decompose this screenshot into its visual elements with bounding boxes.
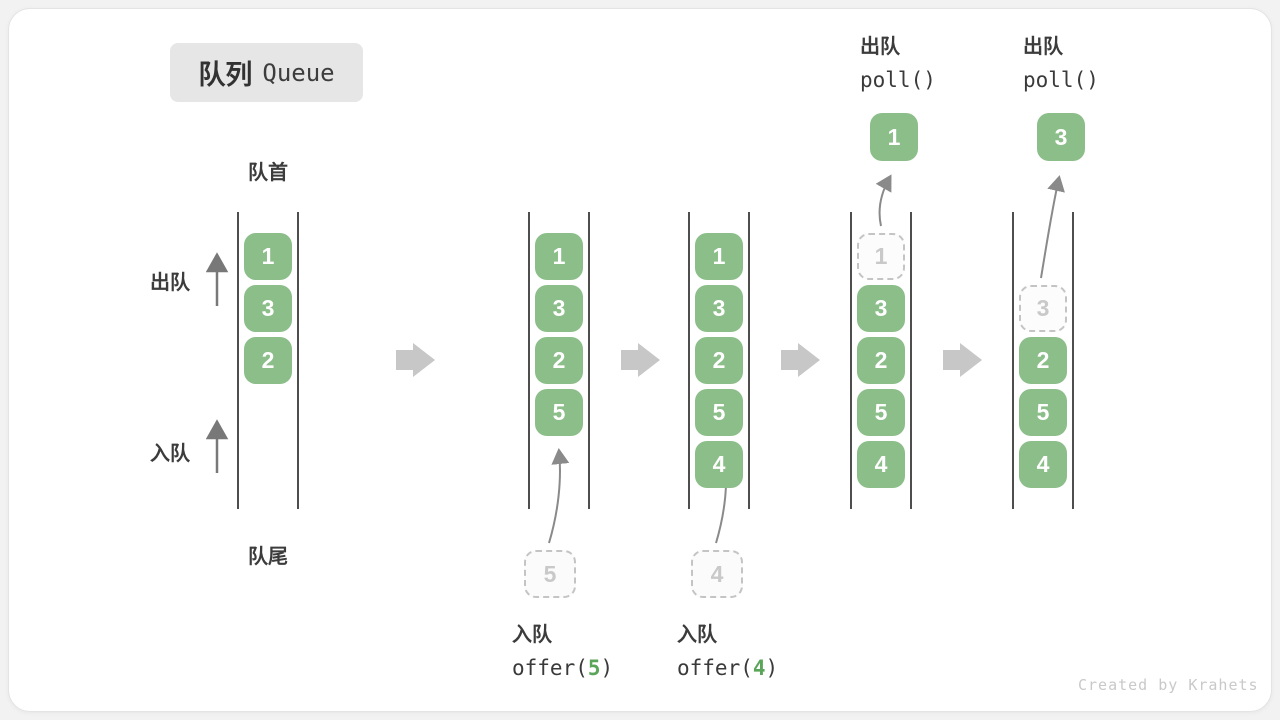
queue-stage-2: 1 3 2 5 bbox=[528, 212, 590, 509]
enqueue-side-label: 入队 bbox=[150, 443, 190, 465]
queue-cell: 1 bbox=[244, 233, 292, 280]
op-action-label: 入队 bbox=[512, 624, 552, 646]
queue-cell: 4 bbox=[1019, 441, 1067, 488]
queue-cell: 3 bbox=[535, 285, 583, 332]
queue-cell: 2 bbox=[244, 337, 292, 384]
removed-cell-ghost: 3 bbox=[1019, 285, 1067, 332]
queue-stage-4: 1 3 2 5 4 bbox=[850, 212, 912, 509]
op-code-pre: offer( bbox=[512, 656, 588, 680]
op-code-post: ) bbox=[765, 656, 779, 680]
dequeue-side-label: 出队 bbox=[150, 272, 190, 294]
queue-stage-3: 1 3 2 5 4 bbox=[688, 212, 750, 509]
op-action-label: 入队 bbox=[677, 624, 717, 646]
queue-cell: 5 bbox=[535, 389, 583, 436]
op-action-label: 出队 bbox=[1023, 36, 1063, 58]
queue-cell: 4 bbox=[857, 441, 905, 488]
op-code-arg: 4 bbox=[752, 656, 766, 680]
queue-cell: 1 bbox=[535, 233, 583, 280]
queue-cell: 3 bbox=[244, 285, 292, 332]
queue-cell: 4 bbox=[695, 441, 743, 488]
queue-stage-1: 1 3 2 bbox=[237, 212, 299, 509]
incoming-value-box: 5 bbox=[524, 550, 576, 598]
op-code-post: ) bbox=[600, 656, 614, 680]
queue-cell: 5 bbox=[857, 389, 905, 436]
title-badge: 队列 Queue bbox=[170, 43, 363, 102]
incoming-value-box: 4 bbox=[691, 550, 743, 598]
popped-value-box: 3 bbox=[1037, 113, 1085, 161]
op-code-label: poll() bbox=[860, 68, 936, 92]
op-offer-5: 入队 offer(5) bbox=[512, 618, 613, 680]
op-code-arg: 5 bbox=[587, 656, 601, 680]
op-code-pre: poll() bbox=[1023, 68, 1099, 92]
queue-cell: 2 bbox=[1019, 337, 1067, 384]
op-code-pre: offer( bbox=[677, 656, 753, 680]
queue-cell: 2 bbox=[535, 337, 583, 384]
diagram-card bbox=[8, 8, 1272, 712]
queue-cell: 5 bbox=[695, 389, 743, 436]
queue-cell: 3 bbox=[857, 285, 905, 332]
op-code-label: offer(4) bbox=[677, 656, 778, 680]
queue-cell: 2 bbox=[857, 337, 905, 384]
op-poll-1: 出队 poll() bbox=[860, 30, 936, 92]
op-action-label: 出队 bbox=[860, 36, 900, 58]
op-code-label: offer(5) bbox=[512, 656, 613, 680]
popped-value-box: 1 bbox=[870, 113, 918, 161]
queue-cell: 5 bbox=[1019, 389, 1067, 436]
op-code-pre: poll() bbox=[860, 68, 936, 92]
queue-stage-5: 3 2 5 4 bbox=[1012, 212, 1074, 509]
queue-cell: 1 bbox=[695, 233, 743, 280]
title-en-label: Queue bbox=[262, 58, 335, 87]
removed-cell-ghost: 1 bbox=[857, 233, 905, 280]
queue-rear-label: 队尾 bbox=[248, 546, 288, 568]
op-code-label: poll() bbox=[1023, 68, 1099, 92]
queue-front-label: 队首 bbox=[248, 162, 288, 184]
queue-cell: 2 bbox=[695, 337, 743, 384]
title-zh-label: 队列 bbox=[198, 60, 253, 90]
queue-cell: 3 bbox=[695, 285, 743, 332]
op-poll-3: 出队 poll() bbox=[1023, 30, 1099, 92]
op-offer-4: 入队 offer(4) bbox=[677, 618, 778, 680]
watermark: Created by Krahets bbox=[1078, 676, 1259, 694]
